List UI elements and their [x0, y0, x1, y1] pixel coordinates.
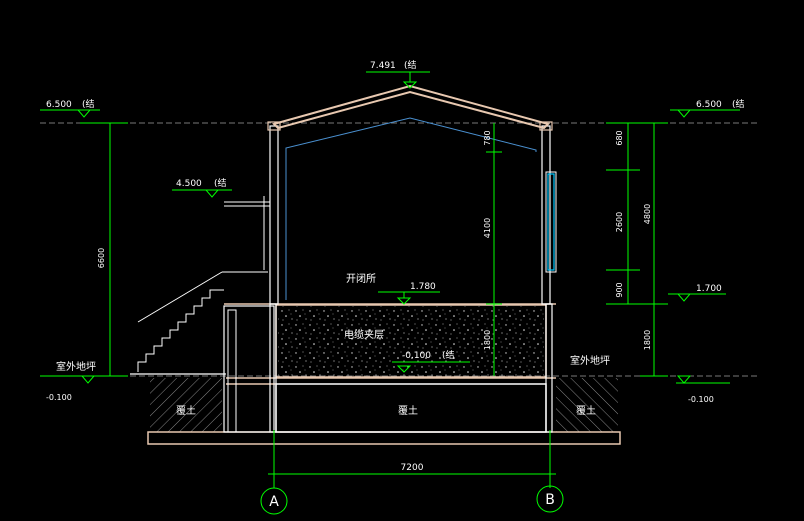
right-ground-elev: -0.100 [688, 395, 714, 404]
center-wall-dim: 4100 [483, 218, 492, 238]
stair-rail [137, 271, 223, 323]
soil-label-right: 覆土 [576, 404, 596, 417]
room-label: 开闭所 [346, 272, 376, 285]
canopy-elev-note: (结 [214, 177, 227, 189]
stair-inner-post [227, 309, 237, 433]
stair-compartment [223, 305, 275, 433]
exterior-stair [137, 289, 224, 372]
left-ground-marker [80, 375, 96, 384]
basement-elev-value: -0.100 [402, 351, 431, 361]
soil-label-center: 覆土 [398, 404, 418, 417]
sill-elev-marker [676, 293, 692, 302]
axis-b-bubble [536, 485, 564, 513]
left-ground-elev: -0.100 [46, 393, 72, 402]
right-top-elev-marker [676, 109, 692, 118]
center-roof-dim: 780 [483, 130, 492, 145]
cable-layer-fill [278, 306, 544, 376]
left-wall [269, 125, 279, 305]
soil-hatch-left [150, 378, 222, 432]
axis-a-label: A [269, 494, 279, 510]
soil-hatch-right [556, 378, 618, 432]
soil-label-left: 覆土 [176, 404, 196, 417]
foundation-slab [147, 431, 621, 445]
left-top-elev-note: (结 [82, 98, 95, 110]
basement-elev-note: (结 [442, 349, 455, 361]
left-parapet [267, 121, 281, 131]
right-parapet-dim: 680 [615, 130, 624, 145]
right-outdoor-label: 室外地坪 [570, 354, 610, 367]
right-basement-dim: 1800 [643, 330, 652, 350]
sill-elev-value: 1.700 [696, 284, 722, 294]
left-top-elev-value: 6.500 [46, 100, 72, 110]
window-frame [545, 171, 557, 273]
left-basement-wall [269, 303, 277, 433]
center-basement-dim: 1800 [483, 330, 492, 350]
left-outdoor-label: 室外地坪 [56, 360, 96, 373]
floor-elev-marker [396, 297, 412, 305]
ridge-elev-value: 7.491 [370, 61, 396, 71]
axis-a-bubble [260, 487, 288, 515]
left-total-dim: 6600 [97, 248, 106, 268]
roof [272, 84, 550, 130]
right-top-elev-note: (结 [732, 98, 745, 110]
right-basement-wall [545, 303, 553, 433]
right-total-dim: 4800 [643, 204, 652, 224]
cable-layer-label: 电缆夹层 [344, 328, 384, 341]
inner-roof-line [285, 117, 537, 152]
right-window-dim: 2600 [615, 212, 624, 232]
canopy-elev-value: 4.500 [176, 179, 202, 189]
right-top-elev-value: 6.500 [696, 100, 722, 110]
floor-elev-value: 1.780 [410, 282, 436, 292]
bottom-span-dim: 7200 [401, 463, 424, 473]
basement-elev-marker [396, 365, 412, 373]
window-glass [547, 173, 555, 271]
right-ground-marker [676, 375, 692, 384]
canopy-elev-marker [204, 189, 220, 198]
ridge-elev-note: (结 [404, 59, 417, 71]
axis-b-label: B [545, 492, 555, 508]
right-sill-dim: 900 [615, 282, 624, 297]
left-top-elev-marker [76, 109, 92, 118]
